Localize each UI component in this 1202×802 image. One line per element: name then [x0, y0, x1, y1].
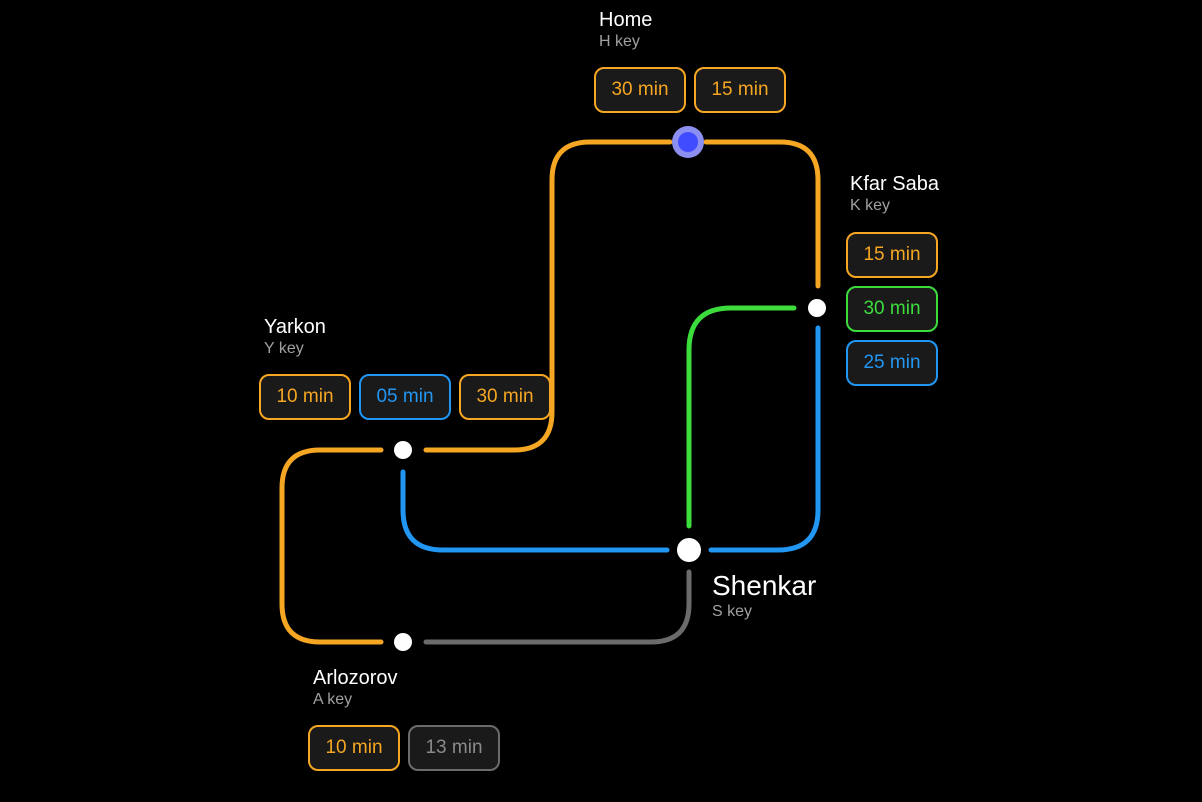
route-shenkar-kfar-saba-green — [686, 305, 797, 529]
station-marker-yarkon[interactable] — [394, 441, 412, 459]
time-chip[interactable]: 30 min — [846, 286, 938, 332]
route-yarkon-arlozorov — [279, 447, 384, 645]
time-chip[interactable]: 13 min — [408, 725, 500, 771]
time-chip[interactable]: 25 min — [846, 340, 938, 386]
chips-home: 30 min 15 min — [594, 67, 786, 113]
route-home-kfar-saba — [703, 139, 821, 289]
time-chip[interactable]: 10 min — [259, 374, 351, 420]
time-chip[interactable]: 15 min — [694, 67, 786, 113]
chips-kfar-saba: 15 min 30 min 25 min — [846, 232, 938, 386]
chips-yarkon: 10 min 05 min 30 min — [259, 374, 551, 420]
station-marker-home-core — [678, 132, 698, 152]
time-chip[interactable]: 15 min — [846, 232, 938, 278]
station-key-hint: K key — [850, 197, 891, 214]
route-shenkar-kfar-saba — [708, 325, 821, 553]
station-key-hint: Y key — [264, 340, 304, 357]
station-name: Shenkar — [712, 570, 817, 601]
route-arlozorov-shenkar — [423, 569, 692, 645]
station-label-home: Home H key — [599, 8, 652, 52]
time-chip[interactable]: 30 min — [459, 374, 551, 420]
time-chip[interactable]: 10 min — [308, 725, 400, 771]
time-chip[interactable]: 30 min — [594, 67, 686, 113]
station-key-hint: H key — [599, 33, 640, 50]
route-yarkon-shenkar — [400, 469, 670, 553]
route-yarkon-home — [423, 139, 673, 453]
station-label-kfar-saba: Kfar Saba K key — [850, 172, 939, 216]
station-label-yarkon: Yarkon Y key — [264, 315, 326, 359]
time-chip[interactable]: 05 min — [359, 374, 451, 420]
station-key-hint: S key — [712, 603, 753, 620]
station-marker-shenkar[interactable] — [677, 538, 701, 562]
station-key-hint: A key — [313, 691, 353, 708]
station-label-shenkar: Shenkar S key — [712, 570, 816, 622]
station-label-arlozorov: Arlozorov A key — [313, 666, 397, 710]
chips-arlozorov: 10 min 13 min — [308, 725, 500, 771]
station-marker-kfar-saba[interactable] — [808, 299, 826, 317]
station-name: Kfar Saba — [850, 173, 939, 195]
station-name: Home — [599, 9, 653, 31]
station-name: Arlozorov — [313, 667, 398, 689]
station-marker-arlozorov[interactable] — [394, 633, 412, 651]
station-name: Yarkon — [264, 316, 326, 338]
